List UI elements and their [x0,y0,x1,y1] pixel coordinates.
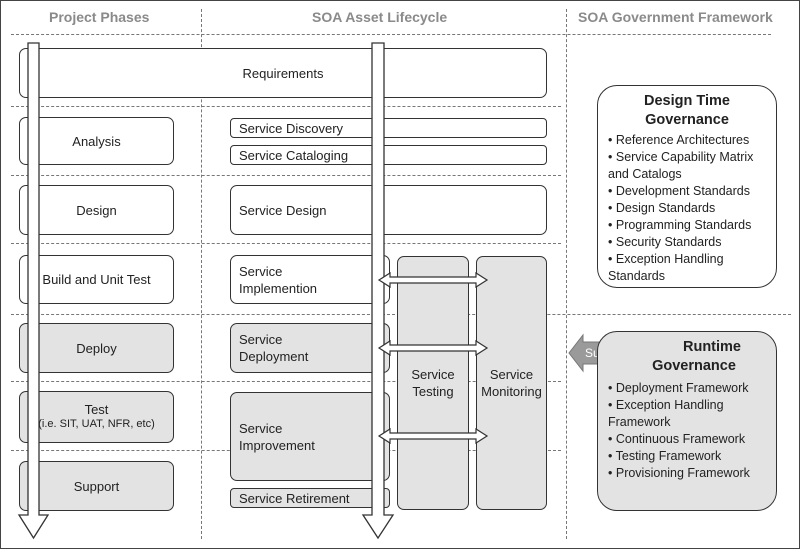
requirements-label: Requirements [242,65,324,81]
service-implementation-label-2: Implemention [239,280,318,296]
service-testing-label-1: Service [411,367,455,382]
design-time-governance-box: Design Time Governance Reference Archite… [597,85,777,288]
list-item: Deployment Framework [608,380,766,397]
header-project-phases: Project Phases [49,9,150,25]
design-time-list: Reference Architectures Service Capabili… [608,132,766,285]
row-divider [11,175,561,176]
service-implementation-box: Service Implemention [230,255,390,304]
phase-analysis: Analysis [19,117,174,165]
design-time-title-2: Governance [645,112,729,128]
list-item: Programming Standards [608,217,766,234]
column-divider [201,9,202,539]
service-monitoring-label-1: Service [489,367,534,382]
service-cataloging-box: Service Cataloging [230,145,547,165]
phase-design: Design [19,185,174,235]
service-deployment-box: Service Deployment [230,323,390,373]
list-item: Design Standards [608,200,766,217]
list-item: Exception Handling Standards [608,251,766,285]
runtime-list: Deployment Framework Exception Handling … [608,380,766,482]
list-item: Reference Architectures [608,132,766,149]
phase-deploy: Deploy [19,323,174,373]
phase-label: Deploy [76,340,117,356]
service-monitoring-label-2: Monitoring [481,384,542,399]
phase-label: Support [73,478,120,494]
service-discovery-label: Service Discovery [239,120,344,136]
design-time-title-1: Design Time [644,93,730,109]
phase-build-and-unit-test: Build and Unit Test [19,255,174,304]
requirements-box: Requirements [19,48,547,98]
row-divider [11,381,561,382]
phase-label: Test [84,402,109,417]
service-design-box: Service Design [230,185,547,235]
phase-label: Analysis [72,133,121,149]
phase-test: Test (i.e. SIT, UAT, NFR, etc) [19,391,174,443]
column-divider [566,9,567,539]
service-deployment-label-1: Service [239,332,283,347]
row-divider [11,34,771,35]
list-item: Exception Handling Framework [608,397,766,431]
service-implementation-label-1: Service [239,263,283,279]
service-improvement-label-1: Service [239,420,283,436]
service-monitoring-box: Service Monitoring [476,256,547,510]
list-item: Service Capability Matrix and Catalogs [608,149,766,183]
phase-label: Design [76,202,117,218]
service-design-label: Service Design [239,202,327,218]
row-divider [11,106,561,107]
phase-label: Build and Unit Test [42,272,151,287]
runtime-governance-box: Runtime Governance Deployment Framework … [597,331,777,511]
service-improvement-label-2: Improvement [239,437,315,453]
list-item: Continuous Framework [608,431,766,448]
phase-support: Support [19,461,174,511]
list-item: Development Standards [608,183,766,200]
row-divider [11,243,561,244]
service-retirement-box: Service Retirement [230,488,390,508]
service-retirement-label: Service Retirement [239,490,350,506]
runtime-title-2: Governance [652,358,736,374]
service-testing-label-2: Testing [412,384,454,399]
service-discovery-box: Service Discovery [230,118,547,138]
phase-sublabel: (i.e. SIT, UAT, NFR, etc) [38,418,155,430]
list-item: Testing Framework [608,448,766,465]
service-improvement-box: Service Improvement [230,392,390,481]
runtime-title-1: Runtime [683,339,741,355]
service-testing-box: Service Testing [397,256,469,510]
list-item: Provisioning Framework [608,465,766,482]
list-item: Security Standards [608,234,766,251]
header-soa-asset-lifecycle: SOA Asset Lifecycle [312,9,448,25]
header-soa-government-framework: SOA Government Framework [578,9,773,25]
service-deployment-label-2: Deployment [239,349,309,364]
service-cataloging-label: Service Cataloging [239,147,349,163]
